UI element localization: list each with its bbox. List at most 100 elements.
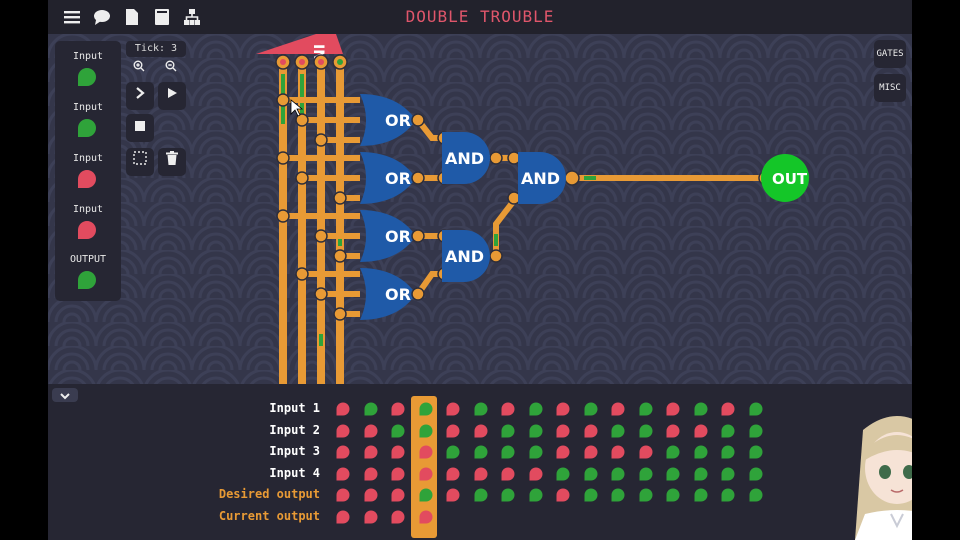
palette-input-1-label: Input: [72, 51, 104, 62]
truth-cell-off: [474, 467, 487, 481]
truth-cell-on: [639, 424, 652, 438]
truth-cell-off: [364, 445, 377, 459]
tick-counter: Tick: 3: [126, 41, 186, 57]
truth-cell-off: [556, 402, 570, 416]
input-connector[interactable]: [256, 34, 343, 54]
and-gate-1[interactable]: AND: [442, 132, 490, 184]
svg-text:OR: OR: [385, 111, 411, 130]
truth-cell-off: [364, 467, 377, 481]
or-gate-3[interactable]: OR: [360, 210, 416, 262]
truth-cell-on: [529, 445, 542, 459]
delete-button[interactable]: [158, 148, 186, 176]
vtuber-avatar: [855, 416, 912, 540]
truth-cell-on: [721, 467, 735, 481]
or-gate-1[interactable]: OR: [360, 94, 416, 146]
truth-cell-off: [721, 402, 735, 416]
file-icon[interactable]: [123, 8, 141, 26]
zoom-in-button[interactable]: [128, 58, 150, 80]
palette-input-1[interactable]: [77, 67, 97, 87]
palette-output[interactable]: [77, 270, 97, 290]
truth-cell-off: [336, 402, 350, 416]
truth-cell-on: [666, 445, 680, 459]
truth-cell-on: [474, 488, 487, 502]
truth-cell-on: [694, 445, 707, 459]
truth-cell-on: [749, 402, 762, 416]
truth-cell-off: [391, 402, 405, 416]
svg-text:AND: AND: [445, 247, 484, 266]
collapse-panel-button[interactable]: [52, 388, 78, 402]
truth-cell-on: [474, 402, 487, 416]
truth-cell-on: [584, 402, 597, 416]
truth-cell-off: [364, 488, 377, 502]
truth-cell-off: [391, 488, 405, 502]
truth-cell-off: [611, 402, 625, 416]
truth-cell-off: [391, 510, 405, 524]
circuit-canvas[interactable]: IN: [48, 34, 912, 384]
output-node[interactable]: OUT: [761, 154, 809, 202]
mouse-cursor: [290, 99, 304, 117]
truth-cell-on: [419, 424, 432, 438]
chevron-down-icon: [60, 393, 70, 400]
truth-cell-on: [694, 402, 707, 416]
truth-cell-on: [694, 488, 707, 502]
menu-icon[interactable]: [63, 8, 81, 26]
truth-cell-off: [501, 402, 515, 416]
truth-cell-off: [446, 467, 460, 481]
select-area-icon: [133, 151, 147, 165]
truth-row-label: Input 1: [269, 401, 320, 415]
wave-background: [48, 34, 912, 384]
hierarchy-icon[interactable]: [183, 8, 201, 26]
step-button[interactable]: [126, 82, 154, 110]
truth-cell-on: [529, 488, 542, 502]
truth-cell-off: [529, 467, 542, 481]
or-gate-4[interactable]: OR: [360, 268, 416, 320]
play-button[interactable]: [158, 82, 186, 110]
truth-row-label: Input 2: [269, 422, 320, 437]
truth-cell-on: [721, 424, 735, 438]
truth-cell-off: [336, 445, 350, 459]
palette-input-2-label: Input: [72, 102, 104, 113]
book-icon[interactable]: [153, 8, 171, 26]
truth-cell-on: [501, 424, 515, 438]
gates-button[interactable]: GATES: [874, 40, 906, 68]
misc-button[interactable]: MISC: [874, 74, 906, 102]
zoom-out-button[interactable]: [160, 58, 182, 80]
component-palette: Input Input Input Input OUTPUT: [55, 41, 121, 301]
stop-button[interactable]: [126, 114, 154, 142]
palette-output-label: OUTPUT: [69, 254, 107, 265]
truth-cell-on: [556, 467, 570, 481]
truth-cell-on: [611, 467, 625, 481]
svg-text:OR: OR: [385, 169, 411, 188]
truth-cell-on: [694, 467, 707, 481]
palette-input-4[interactable]: [77, 220, 97, 240]
zoom-in-icon: [133, 60, 145, 72]
truth-cell-off: [584, 424, 597, 438]
truth-cell-on: [749, 424, 762, 438]
palette-input-4-label: Input: [72, 204, 104, 215]
trash-icon: [166, 151, 178, 165]
truth-row-label: Desired output: [218, 487, 320, 502]
truth-cell-on: [666, 488, 680, 502]
and-gate-2[interactable]: AND: [442, 230, 490, 282]
truth-cell-off: [584, 445, 597, 459]
or-gate-2[interactable]: OR: [360, 152, 416, 204]
truth-cell-on: [419, 488, 432, 502]
truth-cell-on: [639, 488, 652, 502]
palette-input-3-label: Input: [72, 153, 104, 164]
palette-input-2[interactable]: [77, 118, 97, 138]
chevron-right-icon: [136, 87, 145, 99]
select-button[interactable]: [126, 148, 154, 176]
truth-cell-off: [419, 467, 432, 481]
truth-cell-on: [721, 445, 735, 459]
zoom-out-icon: [165, 60, 177, 72]
truth-cell-on: [391, 424, 405, 438]
chat-icon[interactable]: [93, 8, 111, 26]
play-icon: [168, 88, 177, 98]
truth-cell-off: [556, 424, 570, 438]
svg-text:OR: OR: [385, 285, 411, 304]
truth-cell-on: [501, 488, 515, 502]
and-gate-3[interactable]: AND: [518, 152, 566, 204]
palette-input-3[interactable]: [77, 169, 97, 189]
truth-row-label: Current output: [218, 509, 320, 523]
